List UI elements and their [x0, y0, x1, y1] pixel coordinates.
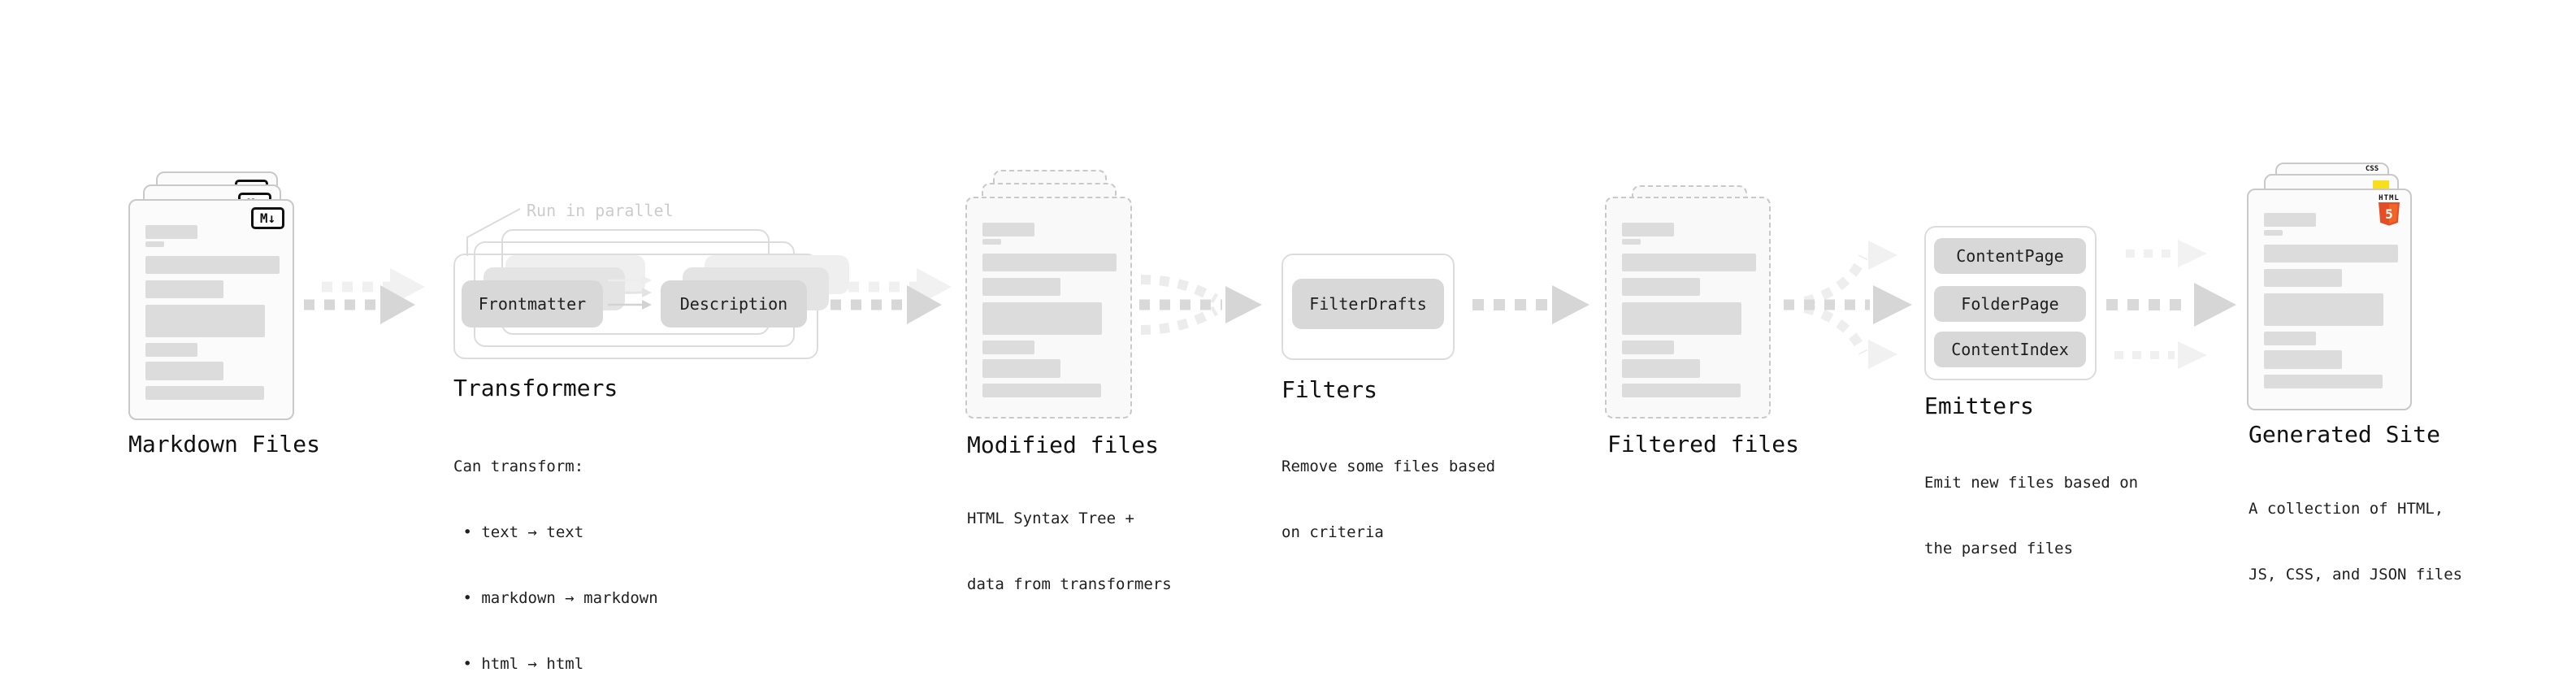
svg-text:5: 5 — [2385, 206, 2393, 222]
transformer-chip-description: Description — [661, 280, 807, 327]
doc-content-bar — [1622, 278, 1700, 296]
stage-title-emitters: Emitters — [1924, 393, 2034, 419]
generated-site-description: A collection of HTML, JS, CSS, and JSON … — [2249, 454, 2462, 630]
doc-content-bar — [982, 278, 1060, 296]
doc-content-bar — [982, 340, 1034, 354]
doc-content-bar — [982, 359, 1060, 378]
doc-content-bar — [2264, 213, 2316, 227]
css-label: CSS — [2365, 165, 2379, 173]
doc-content-bar — [145, 386, 264, 400]
emitter-chip-contentindex: ContentIndex — [1934, 332, 2086, 367]
filters-container — [1281, 254, 1455, 360]
html5-file-icon: HTML 5 — [2378, 194, 2400, 229]
modified-files-description: HTML Syntax Tree + data from transformer… — [967, 464, 1172, 640]
doc-content-bar — [1622, 302, 1741, 335]
doc-content-bar — [982, 239, 1001, 245]
doc-content-bar — [1622, 223, 1674, 236]
desc-line: on criteria — [1281, 523, 1384, 541]
desc-line: HTML Syntax Tree + — [967, 510, 1134, 527]
doc-content-bar — [982, 223, 1034, 236]
desc-line: the parsed files — [1924, 540, 2074, 557]
note-leader-line — [466, 208, 521, 256]
html5-word: HTML — [2379, 194, 2400, 202]
doc-content-bar — [982, 302, 1102, 335]
doc-content-bar — [1622, 384, 1741, 397]
filter-chip-filterdrafts: FilterDrafts — [1292, 279, 1444, 329]
modified-file-front — [965, 197, 1132, 419]
filters-description: Remove some files based on criteria — [1281, 412, 1495, 588]
doc-content-bar — [2264, 245, 2398, 262]
filtered-file-front — [1605, 197, 1771, 419]
emitter-chip-folderpage: FolderPage — [1934, 286, 2086, 322]
doc-content-bar — [982, 254, 1117, 271]
doc-content-bar — [2264, 375, 2383, 388]
doc-content-bar — [2264, 230, 2283, 236]
run-in-parallel-note: Run in parallel — [527, 201, 674, 220]
flow-arrow-triple — [2106, 240, 2236, 369]
doc-content-bar — [145, 225, 197, 239]
desc-line: Can transform: — [453, 458, 584, 475]
chip-connector-arrows — [608, 275, 652, 310]
stage-title-filtered-files: Filtered files — [1607, 431, 1800, 458]
html5-shield-icon: 5 — [2379, 202, 2400, 226]
flow-arrow-double — [830, 268, 952, 324]
stage-title-modified-files: Modified files — [967, 432, 1160, 458]
emitter-chip-contentpage: ContentPage — [1934, 238, 2086, 274]
doc-content-bar — [1622, 359, 1700, 378]
doc-content-bar — [1622, 239, 1641, 245]
doc-content-bar — [145, 280, 223, 298]
transformers-description: Can transform: • text → text • markdown … — [453, 412, 658, 681]
stage-title-transformers: Transformers — [453, 375, 618, 401]
flow-arrow-single — [1472, 285, 1589, 324]
doc-content-bar — [145, 305, 265, 337]
emitters-container — [1924, 226, 2097, 380]
desc-line: • html → html — [453, 655, 584, 673]
doc-content-bar — [1622, 254, 1756, 271]
stage-title-markdown-files: Markdown Files — [128, 431, 321, 458]
desc-line: Remove some files based — [1281, 458, 1496, 475]
markdown-file-front: M↓ — [128, 199, 294, 420]
flow-arrow-double — [304, 268, 425, 324]
stage-title-filters: Filters — [1281, 376, 1378, 403]
doc-content-bar — [145, 241, 164, 247]
doc-content-bar — [2264, 269, 2342, 287]
desc-line: • text → text — [453, 523, 584, 541]
markdown-icon: M↓ — [251, 207, 284, 229]
flow-arrow-converge — [1139, 275, 1262, 335]
flow-arrow-diverge — [1784, 241, 1912, 369]
doc-content-bar — [145, 256, 280, 274]
doc-content-bar — [145, 362, 223, 380]
desc-line: data from transformers — [967, 575, 1172, 593]
doc-content-bar — [2264, 350, 2342, 369]
doc-content-bar — [2264, 293, 2383, 326]
transformer-chip-frontmatter: Frontmatter — [462, 280, 603, 327]
emitters-description: Emit new files based on the parsed files — [1924, 428, 2138, 604]
desc-line: • markdown → markdown — [453, 589, 658, 607]
desc-line: Emit new files based on — [1924, 474, 2139, 492]
site-file-html: HTML 5 — [2247, 189, 2412, 410]
desc-line: A collection of HTML, — [2249, 500, 2444, 518]
js-file-icon — [2373, 180, 2389, 189]
doc-content-bar — [982, 384, 1101, 397]
doc-content-bar — [1622, 340, 1674, 354]
doc-content-bar — [2264, 332, 2316, 345]
doc-content-bar — [145, 343, 197, 357]
desc-line: JS, CSS, and JSON files — [2249, 566, 2463, 583]
stage-title-generated-site: Generated Site — [2249, 421, 2441, 448]
